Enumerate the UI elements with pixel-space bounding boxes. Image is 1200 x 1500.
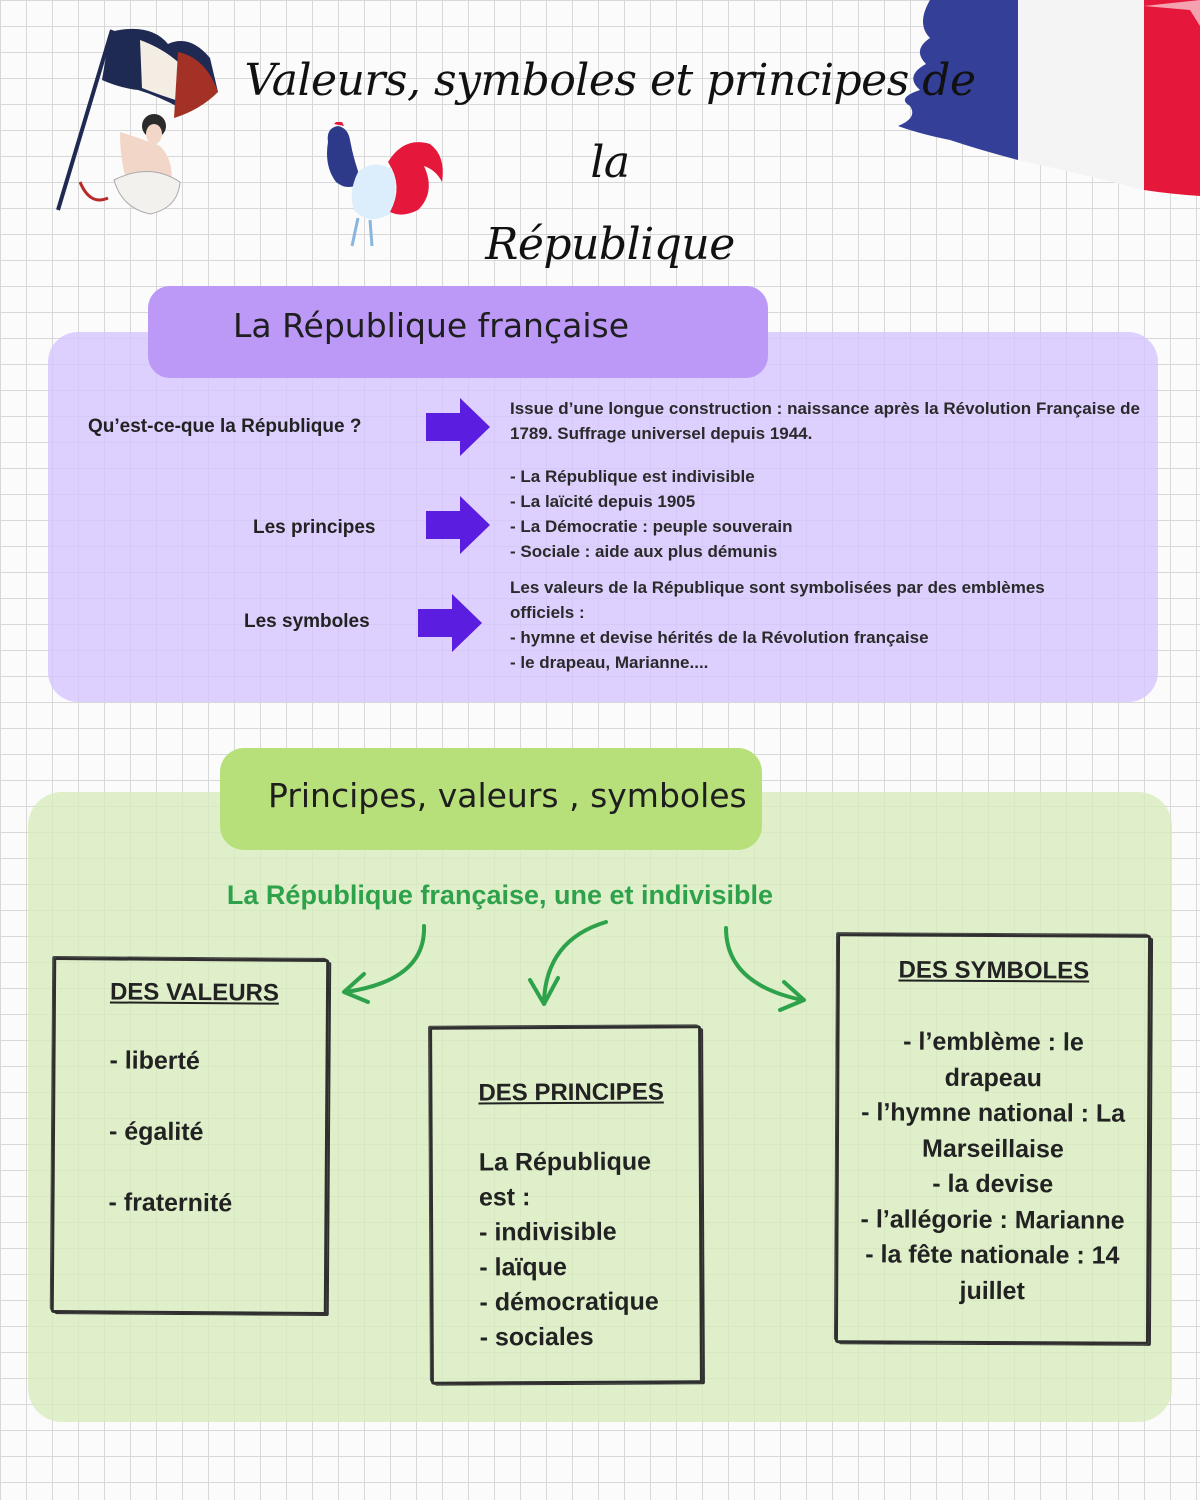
row-label-symboles: Les symboles bbox=[244, 611, 370, 632]
arrow-right-icon bbox=[426, 496, 490, 554]
principes-heading: DES PRINCIPES bbox=[478, 1078, 664, 1107]
list-item: drapeau bbox=[944, 1063, 1043, 1092]
page-title: Valeurs, symboles et principes de la Rép… bbox=[230, 40, 990, 286]
valeurs-heading: DES VALEURS bbox=[109, 978, 280, 1007]
marianne-illustration bbox=[56, 28, 218, 215]
rooster-illustration bbox=[327, 122, 443, 247]
list-item: - Sociale : aide aux plus démunis bbox=[510, 542, 778, 561]
list-item: - l’emblème : le bbox=[903, 1027, 1084, 1057]
definition-text: Issue d’une longue construction : naissa… bbox=[510, 396, 1140, 446]
principes-valeurs-tab bbox=[220, 748, 762, 850]
list-item: - l’hymne national : La bbox=[861, 1098, 1126, 1128]
definition-paragraph: Issue d’une longue construction : naissa… bbox=[510, 399, 1140, 443]
list-item: La République bbox=[478, 1147, 652, 1177]
list-item: - égalité bbox=[108, 1117, 204, 1147]
symboles-text: Les valeurs de la République sont symbol… bbox=[510, 575, 1110, 675]
arrow-right-icon bbox=[426, 398, 490, 456]
section-subtitle: La République française, une et indivisi… bbox=[226, 880, 774, 910]
list-item: - liberté bbox=[109, 1046, 200, 1076]
list-item: Marseillaise bbox=[921, 1134, 1064, 1163]
curved-arrow-icon bbox=[342, 920, 806, 1012]
list-item: - laïque bbox=[479, 1252, 567, 1282]
row-label-definition: Qu’est-ce-que la République ? bbox=[88, 416, 362, 437]
list-item: Les valeurs de la République sont symbol… bbox=[510, 578, 1045, 622]
list-item: - sociales bbox=[479, 1322, 594, 1352]
list-item: juillet bbox=[959, 1276, 1025, 1305]
valeurs-box: DES VALEURS - liberté - égalité - frater… bbox=[50, 957, 330, 1315]
republique-panel bbox=[48, 332, 1158, 702]
symboles-content: - l’emblème : le drapeau - l’hymne natio… bbox=[838, 1024, 1147, 1310]
list-item: - le drapeau, Marianne.... bbox=[510, 653, 709, 672]
list-item: - la fête nationale : 14 bbox=[865, 1240, 1120, 1270]
list-item: - indivisible bbox=[479, 1217, 617, 1247]
principes-valeurs-panel bbox=[28, 792, 1172, 1422]
arrow-right-icon bbox=[418, 594, 482, 652]
republique-tab bbox=[148, 286, 768, 378]
list-item: - démocratique bbox=[479, 1287, 659, 1317]
principes-box: DES PRINCIPES La République est : - indi… bbox=[429, 1025, 703, 1385]
list-item: - hymne et devise hérités de la Révoluti… bbox=[510, 628, 929, 647]
french-flag-brush bbox=[898, 0, 1200, 196]
principes-list: - La République est indivisible - La laï… bbox=[510, 464, 1140, 564]
symboles-heading: DES SYMBOLES bbox=[898, 956, 1090, 985]
list-item: - l’allégorie : Marianne bbox=[860, 1204, 1125, 1235]
list-item: est : bbox=[478, 1183, 531, 1212]
list-item: - La laïcité depuis 1905 bbox=[510, 492, 696, 511]
republique-tab-title: La République française bbox=[233, 306, 629, 345]
title-line-1: Valeurs, symboles et principes de la bbox=[244, 55, 976, 188]
list-item: - fraternité bbox=[108, 1188, 233, 1218]
list-item: - La Démocratie : peuple souverain bbox=[510, 517, 793, 536]
principes-valeurs-tab-title: Principes, valeurs , symboles bbox=[268, 776, 747, 815]
list-item: - La République est indivisible bbox=[510, 467, 755, 486]
list-item: - la devise bbox=[932, 1169, 1054, 1199]
title-line-2: République bbox=[485, 219, 735, 270]
symboles-box: DES SYMBOLES - l’emblème : le drapeau - … bbox=[834, 933, 1152, 1345]
principes-content: La République est : - indivisible - laïq… bbox=[479, 1145, 659, 1356]
row-label-principes: Les principes bbox=[253, 517, 376, 538]
